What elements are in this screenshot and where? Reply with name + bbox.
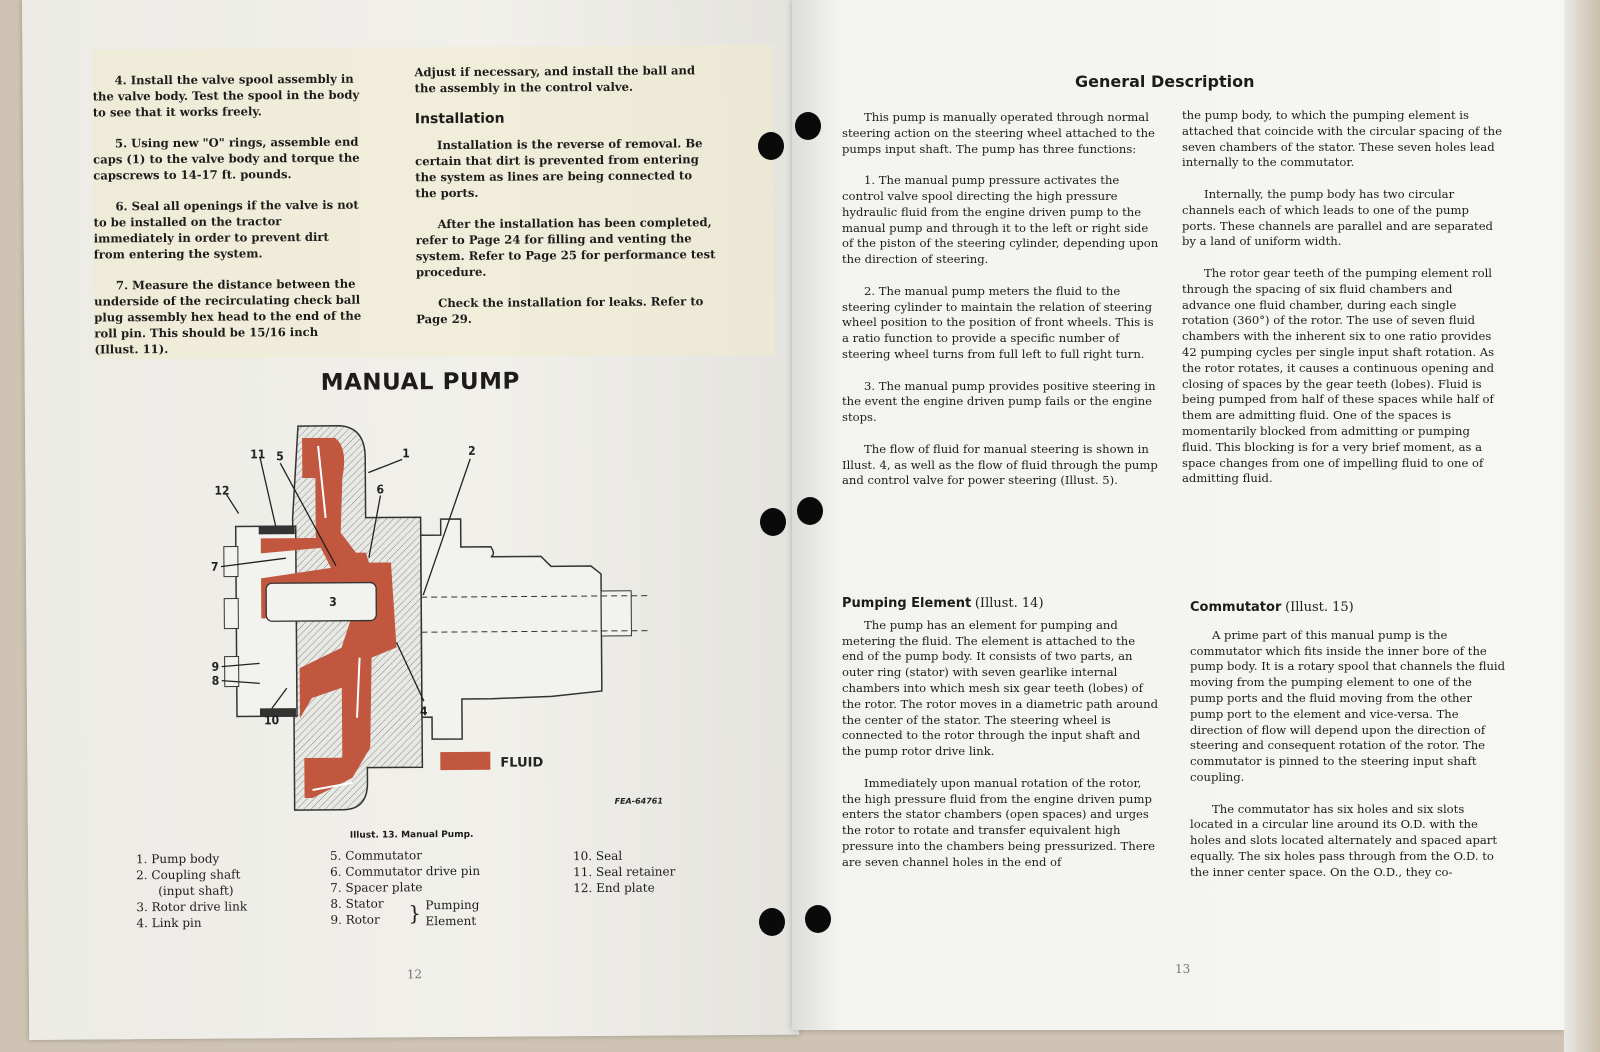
commutator-section: Commutator (Illust. 15) A prime part of …	[1190, 600, 1508, 896]
callout-4: 4	[420, 704, 428, 718]
commutator-heading: Commutator (Illust. 15)	[1190, 600, 1508, 616]
paragraph: The rotor gear teeth of the pumping elem…	[1182, 265, 1495, 486]
paragraph: 5. Using new "O" rings, assemble end cap…	[93, 134, 360, 183]
paragraph: 4. Install the valve spool assembly in t…	[92, 71, 360, 120]
part-item: 3. Rotor drive link	[136, 899, 248, 915]
paragraph: The flow of fluid for manual steering is…	[842, 441, 1158, 488]
paragraph: Check the installation for leaks. Refer …	[416, 294, 704, 327]
heading-ref: (Illust. 14)	[974, 596, 1044, 611]
group-label: Pumping	[425, 897, 480, 913]
pumping-element-heading: Pumping Element (Illust. 14)	[842, 596, 1160, 612]
paragraph: Adjust if necessary, and install the bal…	[414, 63, 696, 96]
part-item: 7. Spacer plate	[330, 880, 423, 895]
part-item: 4. Link pin	[136, 915, 202, 931]
callout-10: 10	[264, 713, 279, 727]
binder-hole	[797, 497, 823, 525]
figure-code: FEA-64761	[615, 797, 663, 806]
fluid-legend-swatch	[440, 751, 491, 771]
installation-heading: Installation	[414, 111, 505, 128]
fluid-region	[260, 437, 397, 799]
paragraph: 6. Seal all openings if the valve is not…	[93, 198, 359, 262]
callout-7: 7	[211, 560, 219, 574]
paragraph: The commutator has six holes and six slo…	[1190, 801, 1497, 879]
page-number: 12	[406, 967, 423, 982]
part-item: 10. Seal	[572, 848, 623, 864]
callout-6: 6	[376, 482, 384, 496]
fluid-legend-label: FLUID	[500, 755, 543, 770]
binder-hole	[758, 132, 784, 160]
paragraph: Internally, the pump body has two circul…	[1182, 186, 1493, 249]
paragraph: The pump has an element for pumping and …	[842, 617, 1159, 759]
paragraph: After the installation has been complete…	[415, 215, 716, 279]
section-title: General Description	[1075, 72, 1255, 91]
page-number: 13	[1175, 962, 1191, 976]
paragraph: A prime part of this manual pump is the …	[1190, 627, 1506, 784]
pumping-element-section: Pumping Element (Illust. 14) The pump ha…	[842, 596, 1160, 886]
binder-hole	[795, 112, 821, 140]
paragraph: 7. Measure the distance between the unde…	[94, 277, 362, 357]
callout-2: 2	[468, 444, 476, 458]
part-item: 12. End plate	[573, 880, 655, 896]
left-page: 4. Install the valve spool assembly in t…	[22, 0, 800, 1040]
callout-5: 5	[276, 449, 284, 463]
paragraph: Immediately upon manual rotation of the …	[842, 775, 1156, 869]
binder-hole	[805, 905, 831, 933]
heading-text: Commutator	[1190, 600, 1282, 615]
binder-hole	[760, 508, 786, 536]
part-item: 11. Seal retainer	[573, 864, 676, 880]
paragraph: 3. The manual pump provides positive ste…	[842, 378, 1156, 425]
part-item: 2. Coupling shaft	[136, 867, 241, 883]
paragraph: Installation is the reverse of removal. …	[415, 136, 703, 200]
heading-text: Pumping Element	[842, 596, 972, 611]
paragraph: the pump body, to which the pumping elem…	[1182, 108, 1502, 170]
rotor-drive-link	[265, 581, 377, 622]
paragraph: 2. The manual pump meters the fluid to t…	[842, 283, 1154, 361]
part-item: 5. Commutator	[329, 848, 422, 863]
page-edges	[1564, 0, 1600, 1052]
parts-list-col-3: 10. Seal 11. Seal retainer 12. End plate	[573, 847, 676, 896]
callout-3: 3	[329, 595, 337, 609]
part-item: (input shaft)	[158, 883, 234, 899]
right-column-2: the pump body, to which the pumping elem…	[1182, 108, 1502, 503]
figure-caption: Illust. 13. Manual Pump.	[349, 829, 474, 841]
figure-title: MANUAL PUMP	[320, 368, 520, 396]
pumping-element-group-label: Pumping Element	[425, 897, 479, 929]
left-column-1: 4. Install the valve spool assembly in t…	[93, 72, 365, 374]
group-label: Element	[425, 913, 477, 929]
right-column-1: This pump is manually operated through n…	[842, 110, 1160, 505]
left-column-2: Adjust if necessary, and install the bal…	[414, 63, 716, 344]
callout-1: 1	[402, 446, 410, 460]
callout-11: 11	[250, 447, 265, 461]
callout-9: 9	[212, 660, 220, 674]
parts-list-col-1: 1. Pump body 2. Coupling shaft (input sh…	[136, 850, 247, 931]
manual-pump-diagram: 1 2 3 4 5 6 7 8 9 10 11 12 FLUID FEA-647…	[211, 425, 663, 811]
callout-8: 8	[212, 674, 220, 688]
part-item: 6. Commutator drive pin	[330, 863, 481, 879]
brace-icon: }	[408, 901, 422, 926]
right-page: General Description This pump is manuall…	[792, 0, 1564, 1030]
heading-ref: (Illust. 15)	[1285, 600, 1354, 615]
binder-hole	[759, 908, 785, 936]
paragraph: This pump is manually operated through n…	[842, 110, 1155, 156]
paragraph: 1. The manual pump pressure activates th…	[842, 173, 1159, 267]
callout-12: 12	[214, 484, 229, 498]
part-item: 1. Pump body	[135, 851, 220, 867]
